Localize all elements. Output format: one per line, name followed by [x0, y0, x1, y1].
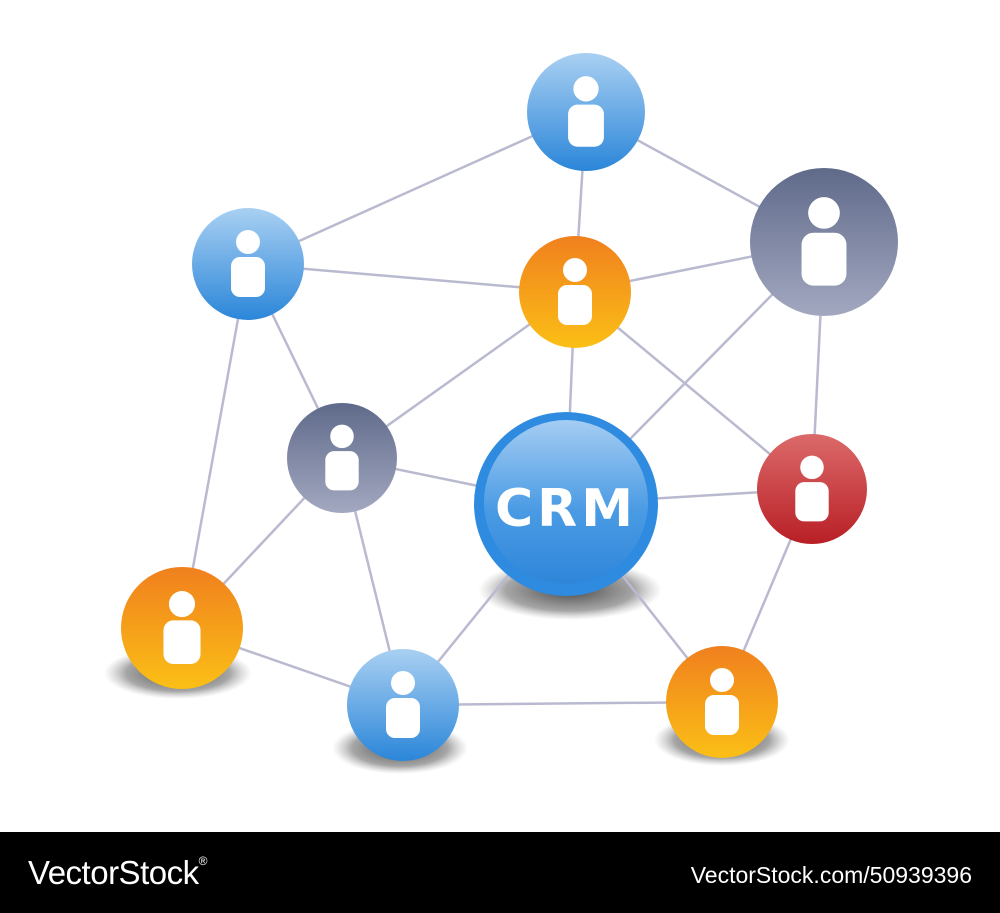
person-node-blue	[527, 53, 645, 171]
person-icon	[325, 424, 359, 491]
person-head	[573, 76, 599, 102]
person-node-orange	[666, 646, 778, 758]
person-body	[325, 451, 359, 491]
person-node-blue	[347, 649, 459, 761]
crm-label: CRM	[495, 479, 637, 539]
person-body	[705, 695, 739, 735]
person-icon	[705, 668, 739, 735]
person-body	[801, 232, 847, 286]
connection-line	[247, 110, 587, 266]
crm-network-diagram: CRM	[104, 53, 898, 774]
crm-hub-core	[484, 420, 648, 584]
person-node-red	[757, 434, 867, 544]
person-node-orange	[519, 236, 631, 348]
person-icon	[231, 230, 265, 297]
person-icon	[386, 671, 420, 738]
crm-hub: CRM	[474, 412, 658, 596]
person-node-orange	[121, 567, 243, 689]
person-body	[558, 285, 592, 325]
person-icon	[801, 197, 847, 286]
person-node-slate	[750, 168, 898, 316]
person-head	[800, 455, 824, 480]
person-node-blue	[192, 208, 304, 320]
person-body	[568, 104, 604, 147]
person-icon	[568, 76, 604, 147]
person-body	[163, 620, 201, 664]
person-body	[231, 257, 265, 297]
person-head	[563, 258, 587, 282]
person-head	[710, 668, 734, 692]
nodes	[121, 53, 898, 761]
person-body	[386, 698, 420, 738]
person-head	[391, 671, 415, 695]
brand-logo: VectorStock®	[28, 854, 207, 892]
reference-url: VectorStock.com/50939396	[690, 862, 972, 888]
person-head	[236, 230, 260, 254]
person-icon	[795, 455, 829, 522]
person-head	[168, 590, 196, 618]
brand-registered-mark: ®	[198, 854, 208, 868]
person-body	[795, 482, 829, 522]
footer-bar: VectorStock® VectorStock.com/50939396	[0, 832, 1000, 913]
person-icon	[163, 590, 201, 664]
brand-name: VectorStock	[28, 854, 199, 891]
edges	[180, 110, 826, 707]
connection-line	[180, 263, 250, 629]
person-node-slate	[287, 403, 397, 513]
person-head	[808, 197, 840, 229]
person-icon	[558, 258, 592, 325]
person-head	[330, 424, 354, 449]
